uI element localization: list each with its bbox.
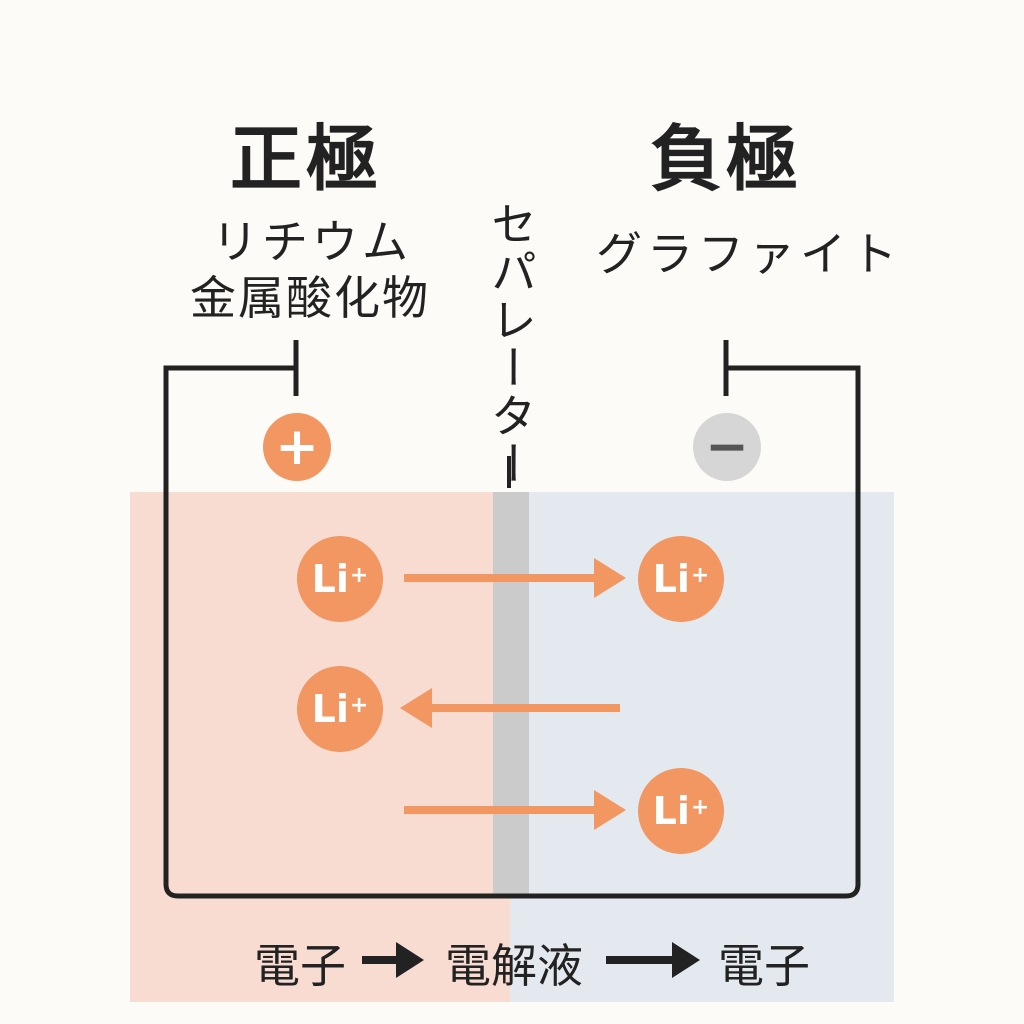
separator-label: セパレーター [484, 200, 538, 488]
electron-arrow-right [606, 942, 700, 978]
negative-terminal-icon: − [693, 413, 761, 481]
separator-membrane [493, 492, 529, 896]
positive-electrode-title: 正極 [230, 117, 383, 201]
electrolyte-label: 電解液 [445, 939, 583, 993]
lithium-ion-2: Li+ [638, 536, 724, 622]
ion-arrow-3 [404, 790, 626, 830]
ion-symbol: Li [311, 557, 349, 601]
ion-symbol: Li [652, 789, 690, 833]
ion-symbol: Li [311, 687, 349, 731]
lithium-ion-3: Li+ [297, 666, 383, 752]
electron-label-left: 電子 [254, 939, 346, 993]
electron-arrow-left [362, 942, 424, 978]
positive-material-line-2: 金属酸化物 [190, 271, 430, 325]
ion-symbol: Li [652, 557, 690, 601]
lithium-ion-1: Li+ [297, 536, 383, 622]
electron-label-right: 電子 [718, 939, 810, 993]
external-circuit-wire [163, 365, 861, 899]
ion-charge: + [349, 692, 369, 718]
lithium-ion-4: Li+ [638, 768, 724, 854]
ion-charge: + [690, 562, 710, 588]
negative-material: グラファイト [596, 227, 902, 281]
negative-electrode-title: 負極 [650, 117, 803, 201]
ion-charge: + [690, 794, 710, 820]
positive-material-line-1: リチウム [212, 215, 412, 269]
positive-terminal-icon: + [263, 413, 331, 481]
ion-arrow-1 [404, 558, 626, 598]
ion-arrow-2 [400, 688, 620, 728]
ion-charge: + [349, 562, 369, 588]
